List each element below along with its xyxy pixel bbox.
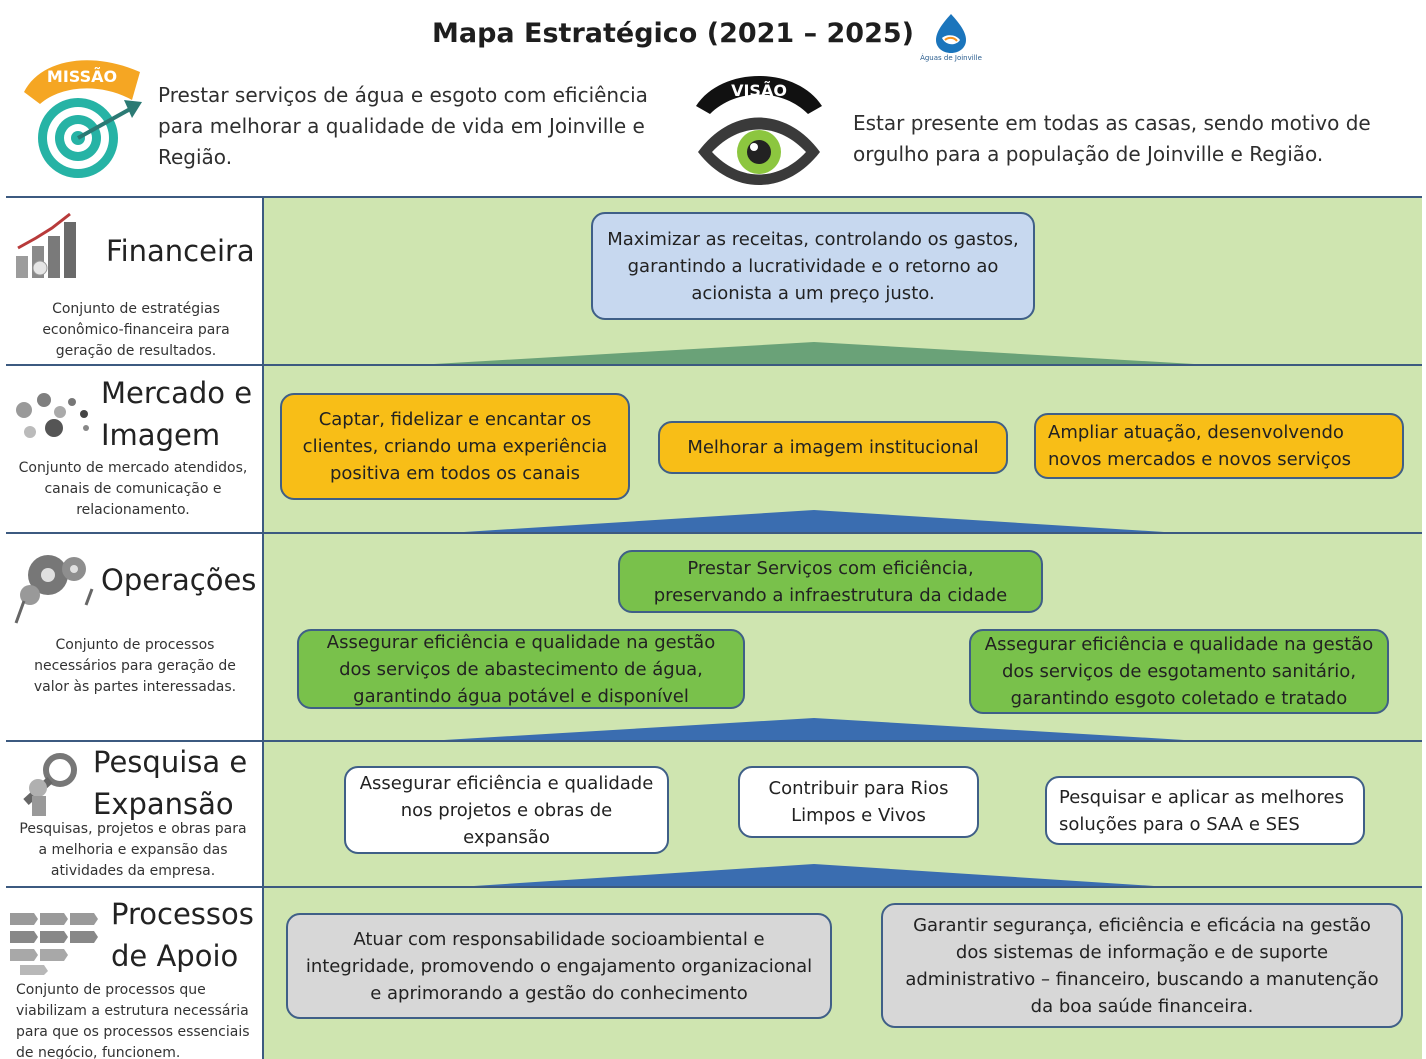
arrow-to-pesquisa [474, 864, 1154, 886]
financial-chart-icon [10, 208, 96, 284]
objective-box: Maximizar as receitas, controlando os ga… [591, 212, 1035, 320]
objective-box: Assegurar eficiência e qualidade nos pro… [344, 766, 669, 854]
band-divider [6, 740, 1422, 742]
missao-target-icon: MISSÃO [20, 52, 150, 184]
missao-text: Prestar serviços de água e esgoto com ef… [158, 83, 648, 169]
objective-box: Melhorar a imagem institucional [658, 421, 1008, 474]
process-arrows-icon [6, 905, 98, 981]
objective-box: Assegurar eficiência e qualidade na gest… [969, 629, 1389, 714]
perspective-desc-operacoes: Conjunto de processos necessários para g… [33, 637, 237, 695]
objective-box: Atuar com responsabilidade socioambienta… [286, 913, 832, 1019]
perspective-desc-pesquisa: Pesquisas, projetos e obras para a melho… [19, 821, 247, 879]
arrow-to-mercado [464, 510, 1164, 532]
objective-box: Ampliar atuação, desenvolvendo novos mer… [1034, 413, 1404, 479]
water-drop-icon [936, 14, 966, 53]
visao-badge: VISÃO [731, 81, 787, 100]
perspective-desc-mercado: Conjunto de mercado atendidos, canais de… [18, 460, 248, 518]
perspective-title-mercado: Mercado e Imagem [101, 376, 253, 452]
arrow-to-operacoes [444, 718, 1184, 740]
magnifier-person-icon [8, 750, 94, 826]
arrow-to-financeira [434, 342, 1194, 364]
perspective-title-pesquisa: Pesquisa e Expansão [93, 745, 248, 821]
gears-people-icon [8, 545, 94, 624]
band-divider [6, 364, 1422, 366]
upward-flow-arrows [434, 342, 1194, 886]
objective-box: Contribuir para Rios Limpos e Vivos [738, 766, 979, 838]
visao-eye-icon: VISÃO [692, 66, 826, 186]
band-divider [6, 532, 1422, 534]
objective-box: Pesquisar e aplicar as melhores soluções… [1045, 776, 1365, 845]
aguas-de-joinville-logo: Águas de Joinville [912, 10, 990, 66]
objective-box: Prestar Serviços com eficiência, preserv… [618, 550, 1043, 613]
objective-box: Assegurar eficiência e qualidade na gest… [297, 629, 745, 709]
perspective-title-apoio: Processos de Apoio [111, 897, 254, 973]
objective-box: Captar, fidelizar e encantar os clientes… [280, 393, 630, 500]
logo-caption: Águas de Joinville [920, 54, 982, 62]
column-divider [262, 198, 264, 1059]
perspective-title-operacoes: Operações [101, 563, 257, 597]
people-network-icon [8, 380, 94, 456]
page-title: Mapa Estratégico (2021 – 2025) [431, 18, 915, 49]
perspective-desc-apoio: Conjunto de processos que viabilizam a e… [16, 982, 250, 1059]
visao-text: Estar presente em todas as casas, sendo … [853, 111, 1371, 166]
perspective-title-financeira: Financeira [106, 234, 255, 268]
missao-badge: MISSÃO [47, 67, 117, 86]
perspective-desc-financeira: Conjunto de estratégias econômico-financ… [42, 301, 230, 359]
band-divider [6, 886, 1422, 888]
objective-box: Garantir segurança, eficiência e eficáci… [881, 903, 1403, 1028]
